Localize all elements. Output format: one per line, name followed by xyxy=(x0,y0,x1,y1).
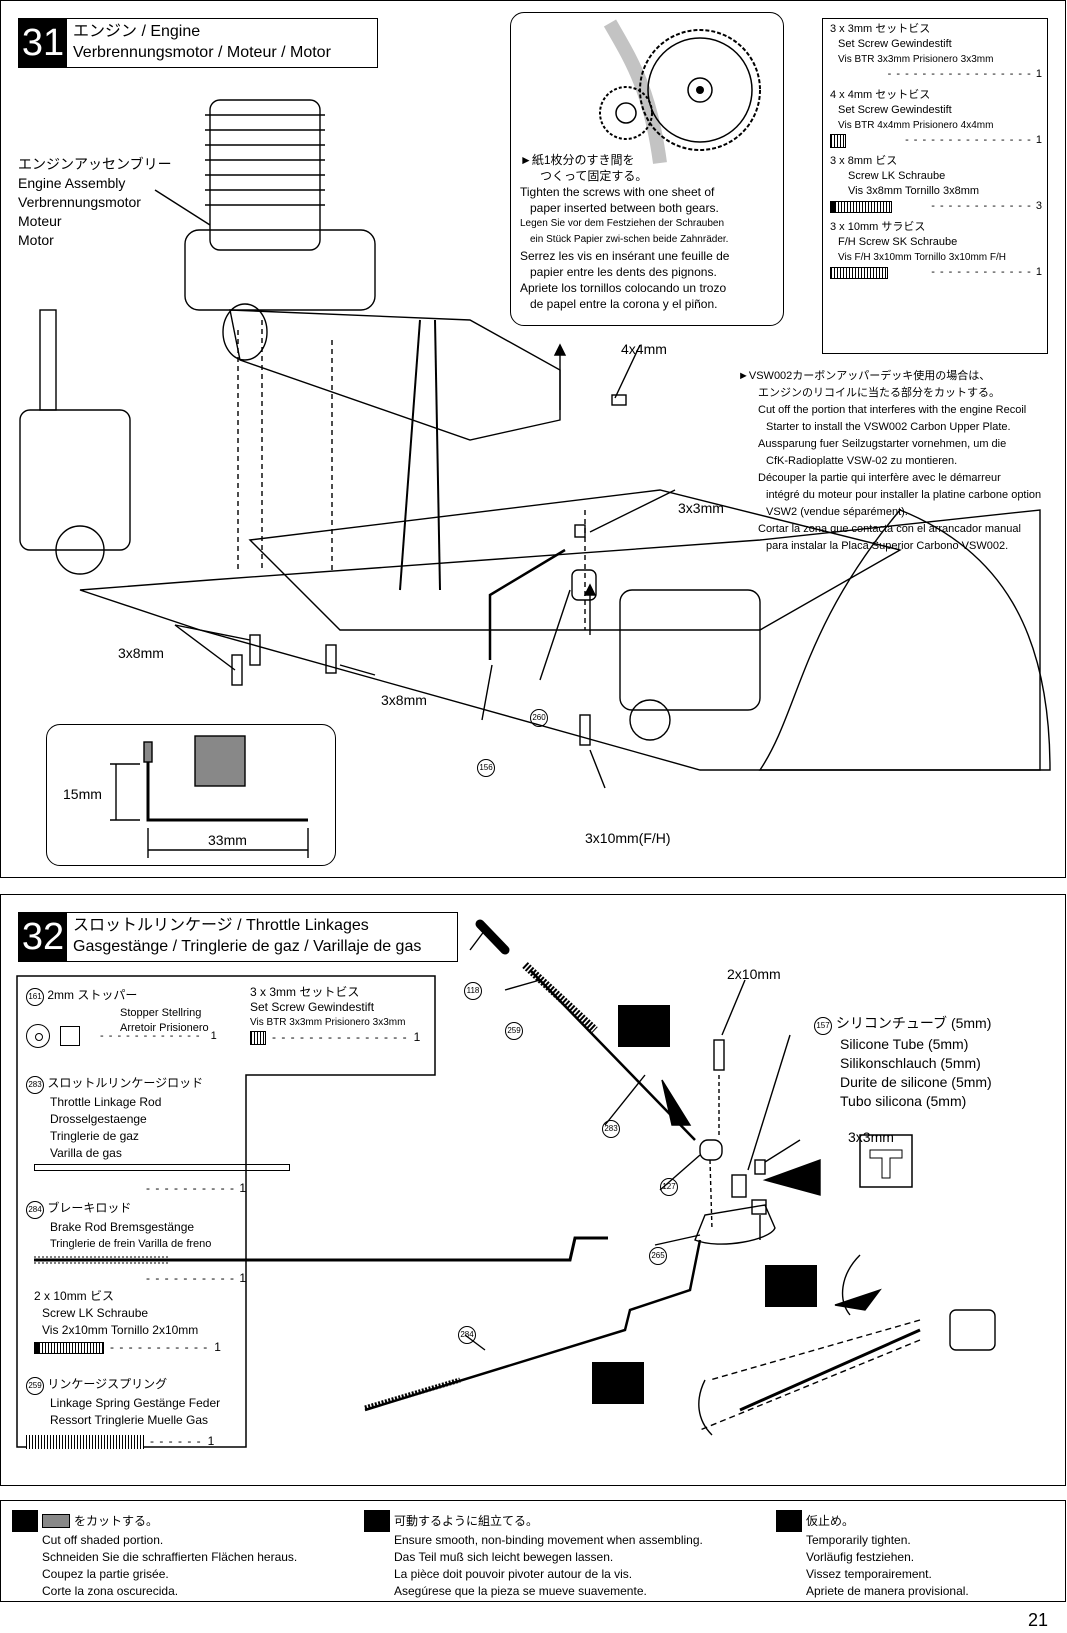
gear-tighten-callout xyxy=(510,12,784,326)
step32-parts-box xyxy=(16,975,436,1448)
inset-height-label: 15mm xyxy=(63,786,102,802)
silicone-tube-label: 157 シリコンチューブ (5mm) Silicone Tube (5mm) S… xyxy=(814,1014,992,1111)
part-4x4-setscrew: 4 x 4mm セットビス Set Screw Gewindestift Vis… xyxy=(830,89,1042,148)
part-num-259: 259 xyxy=(505,1018,523,1040)
screw-icon xyxy=(830,200,892,213)
rod-283-qty: - - - - - - - - - - 1 xyxy=(146,1181,246,1195)
step32-title-multi: Gasgestänge / Tringlerie de gaz / Varill… xyxy=(73,938,422,955)
label-4x4mm: 4x4mm xyxy=(621,341,667,357)
part-num-156: 156 xyxy=(477,755,495,777)
temporary-tighten-icon xyxy=(776,1510,802,1532)
rod-284-drawing xyxy=(34,1236,608,1264)
part-259-spring: 259 リンケージスプリング Linkage Spring Gestänge F… xyxy=(26,1376,241,1450)
part-3x8-screw: 3 x 8mm ビス Screw LK Schraube Vis 3x8mm T… xyxy=(830,155,1042,213)
step32-panel xyxy=(0,894,1066,1486)
step32-number: 32 xyxy=(19,913,67,961)
engine-head xyxy=(184,99,376,311)
gear-note-text: ►紙1枚分のすき間を つくって固定する。 Tighten the screws … xyxy=(520,153,730,311)
step31-parts-box xyxy=(822,18,1048,354)
spring-icon xyxy=(26,1434,144,1449)
part-283-rod: 283 スロットルリンケージロッド Throttle Linkage Rod D… xyxy=(26,1075,296,1162)
stopper-side-icon xyxy=(60,1026,80,1046)
part-2x10-screw: 2 x 10mm ビス Screw LK Schraube Vis 2x10mm… xyxy=(34,1289,221,1354)
flathead-screw-icon xyxy=(830,266,888,279)
setscrew-icon xyxy=(250,1030,266,1045)
gear-illustration xyxy=(599,19,761,164)
cut-icon xyxy=(12,1510,38,1532)
throttle-linkage-illustration xyxy=(364,919,996,1436)
rod-283-drawing xyxy=(34,1164,290,1171)
step32-title-box: 32 スロットルリンケージ / Throttle Linkages Gasges… xyxy=(18,912,458,962)
part-num-283: 283 xyxy=(602,1116,620,1138)
legend-box xyxy=(0,1500,1066,1602)
label-2x10mm: 2x10mm xyxy=(727,966,781,982)
inset-width-label: 33mm xyxy=(208,832,247,848)
part-num-284: 284 xyxy=(458,1322,476,1344)
step31-title-multi: Verbrennungsmotor / Moteur / Motor xyxy=(73,44,331,61)
label-3x10mm-fh: 3x10mm(F/H) xyxy=(585,830,671,846)
step32-title-jp: スロットルリンケージ / Throttle Linkages xyxy=(73,917,369,934)
page-number: 21 xyxy=(1028,1610,1049,1630)
part-3x3-setscrew-32: 3 x 3mm セットビス Set Screw Gewindestift Vis… xyxy=(250,985,421,1045)
label-3x3mm: 3x3mm xyxy=(678,500,724,516)
label-3x8mm-right: 3x8mm xyxy=(381,692,427,708)
part-num-260: 260 xyxy=(530,705,548,727)
rod-284-qty: - - - - - - - - - - 1 xyxy=(146,1271,246,1285)
vsw002-note: ►VSW002カーボンアッパーデッキ使用の場合は、 エンジンのリコイルに当たる部… xyxy=(738,370,1042,552)
part-num-265: 265 xyxy=(649,1243,667,1265)
part-284-brake-rod: 284 ブレーキロッド Brake Rod Bremsgestänge Trin… xyxy=(26,1200,241,1253)
pivot-icon xyxy=(364,1510,390,1532)
engine-chassis-illustration xyxy=(19,99,1051,789)
part-161-stopper: 161 2mm ストッパー Stopper Stellring Arretoir… xyxy=(26,988,236,1048)
screw-icon xyxy=(34,1341,104,1354)
rod-dimension-inset xyxy=(46,724,336,866)
step31-title-jp: エンジン / Engine xyxy=(73,23,201,40)
part-3x10-fh-screw: 3 x 10mm サラビス F/H Screw SK Schraube Vis … xyxy=(830,221,1042,279)
legend-pivot: 可動するように組立てる。 Ensure smooth, non-binding … xyxy=(364,1510,754,1600)
engine-assembly-label: エンジンアッセンブリー Engine Assembly Verbrennungs… xyxy=(18,156,172,248)
label-3x3mm-32: 3x3mm xyxy=(848,1129,894,1145)
rod-dimension-drawing xyxy=(110,735,309,858)
label-3x8mm-left: 3x8mm xyxy=(118,645,164,661)
stopper-ring-icon xyxy=(26,1024,50,1048)
part-num-118: 118 xyxy=(464,978,482,1000)
part-num-127: 127 xyxy=(660,1174,678,1196)
setscrew-icon xyxy=(830,133,846,148)
legend-temporary: 仮止め。 Temporarily tighten. Vorläufig fest… xyxy=(776,1510,1056,1600)
legend-cut-shaded: をカットする。 Cut off shaded portion. Schneide… xyxy=(12,1510,362,1600)
step31-parts-list: 3 x 3mm セットビス Set Screw Gewindestift Vis… xyxy=(830,22,1042,282)
step31-number: 31 xyxy=(19,19,67,67)
shaded-swatch xyxy=(42,1514,70,1528)
part-num-161: 161 xyxy=(781,1262,799,1284)
step31-title-box: 31 エンジン / Engine Verbrennungsmotor / Mot… xyxy=(18,18,378,68)
part-3x3-setscrew: 3 x 3mm セットビス Set Screw Gewindestift Vis… xyxy=(830,23,1042,80)
